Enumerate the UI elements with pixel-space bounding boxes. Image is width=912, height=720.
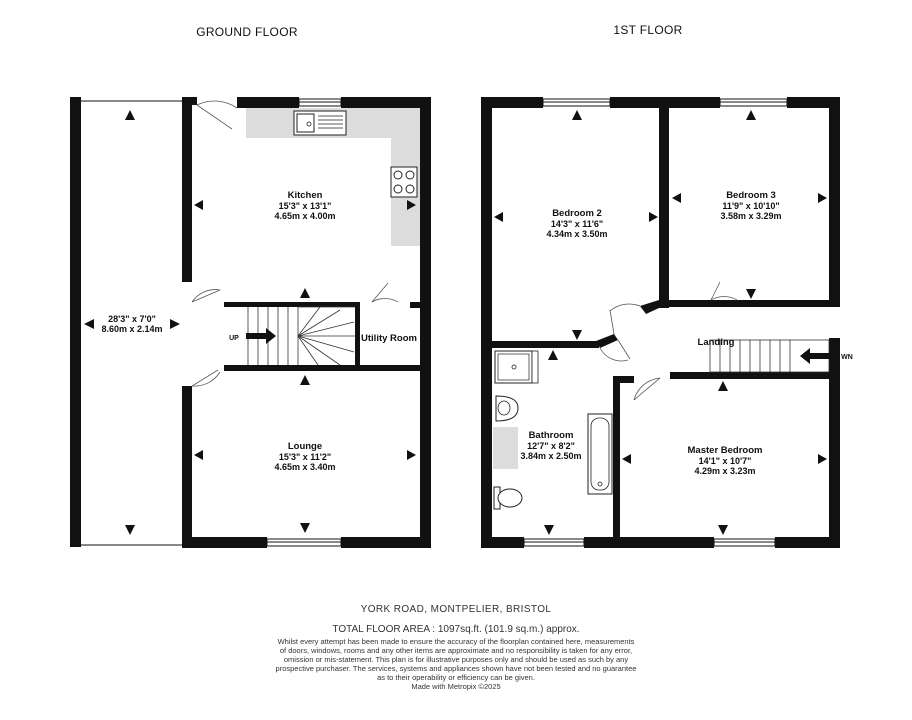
bedroom-3-label: Bedroom 3 — [726, 190, 776, 201]
master-bedroom-dimensions-metric: 4.29m x 3.23m — [694, 466, 755, 476]
kitchen-dimensions-imperial: 15'3" x 13'1" — [279, 201, 332, 211]
bathroom-dimensions-metric: 3.84m x 2.50m — [520, 451, 581, 461]
ground-floor-plan: UP 28'3" x 7'0" 8.60m x 2.14m Kitchen 15… — [70, 97, 431, 548]
bathtub-icon — [587, 413, 613, 495]
ground-floor-walls — [182, 97, 431, 548]
bedroom-2-dimensions-metric: 4.34m x 3.50m — [546, 229, 607, 239]
first-floor-title: 1ST FLOOR — [613, 23, 682, 37]
utility-room-label: Utility Room — [361, 333, 417, 344]
first-floor-walls — [481, 97, 840, 548]
property-address: YORK ROAD, MONTPELIER, BRISTOL — [360, 604, 552, 615]
disclaimer-line: of doors, windows, rooms and any other i… — [279, 646, 633, 655]
stair-down-label: WN — [841, 354, 853, 361]
disclaimer-line: as to their operability or efficiency ca… — [377, 673, 535, 682]
disclaimer: Whilst every attempt has been made to en… — [0, 637, 912, 691]
bathroom-label: Bathroom — [529, 430, 574, 441]
first-floor-dimension-arrows — [494, 110, 827, 535]
made-with-credit: Made with Metropix ©2025 — [411, 682, 501, 691]
side-return-area — [70, 97, 184, 547]
stair-down-arrow — [800, 348, 840, 364]
disclaimer-line: omission or mis-statement. This plan is … — [283, 655, 629, 664]
bathroom-worktop — [493, 427, 518, 469]
lounge-label: Lounge — [288, 441, 322, 452]
disclaimer-line: Whilst every attempt has been made to en… — [277, 637, 635, 646]
ground-floor-windows — [266, 98, 342, 547]
hob-icon — [390, 166, 418, 198]
bedroom-2-label: Bedroom 2 — [552, 208, 602, 219]
total-floor-area: TOTAL FLOOR AREA : 1097sq.ft. (101.9 sq.… — [332, 624, 580, 635]
ground-floor-dimension-arrows — [84, 110, 416, 535]
lounge-dimensions-metric: 4.65m x 3.40m — [274, 462, 335, 472]
bedroom-3-dimensions-metric: 3.58m x 3.29m — [720, 211, 781, 221]
shower-tray-icon — [494, 350, 539, 384]
stair-up-label: UP — [229, 335, 239, 342]
side-return-dimensions-metric: 8.60m x 2.14m — [101, 324, 162, 334]
first-floor-plan: WN Bedroom 2 14'3" x 11'6" 4.34m x 3.50m… — [481, 97, 853, 548]
kitchen-worktop — [246, 108, 420, 246]
master-bedroom-label: Master Bedroom — [688, 445, 763, 456]
kitchen-label: Kitchen — [288, 190, 323, 201]
ground-floor-title: GROUND FLOOR — [196, 25, 298, 39]
bathroom-dimensions-imperial: 12'7" x 8'2" — [527, 441, 575, 451]
side-return-dimensions-imperial: 28'3" x 7'0" — [108, 314, 156, 324]
basin-icon — [495, 395, 519, 422]
bedroom-2-dimensions-imperial: 14'3" x 11'6" — [551, 219, 603, 229]
disclaimer-line: prospective purchaser. The services, sys… — [275, 664, 637, 673]
first-floor-doors — [599, 281, 738, 401]
stair-up-arrow — [246, 328, 276, 344]
landing-label: Landing — [698, 337, 735, 348]
kitchen-dimensions-metric: 4.65m x 4.00m — [274, 211, 335, 221]
first-floor-windows — [523, 98, 788, 547]
sink-icon — [293, 110, 347, 136]
bedroom-3-dimensions-imperial: 11'9" x 10'10" — [722, 201, 779, 211]
master-bedroom-dimensions-imperial: 14'1" x 10'7" — [699, 456, 752, 466]
toilet-icon — [493, 486, 523, 510]
ground-floor-doors — [191, 100, 399, 387]
lounge-dimensions-imperial: 15'3" x 11'2" — [279, 452, 331, 462]
